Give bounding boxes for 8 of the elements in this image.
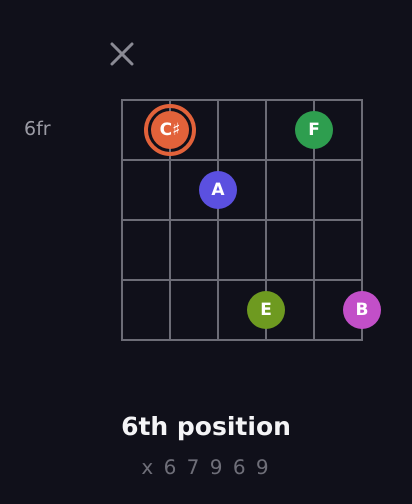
- chord-title: 6th position: [121, 412, 291, 441]
- note-dot: B: [343, 291, 381, 329]
- root-note-dot: C♯: [144, 104, 196, 156]
- note-dot: E: [247, 291, 285, 329]
- fret-number: 6fr: [24, 118, 51, 140]
- fingering-caption: x 6 7 9 6 9: [141, 455, 271, 479]
- note-dot: F: [295, 111, 333, 149]
- note-dot: A: [199, 171, 237, 209]
